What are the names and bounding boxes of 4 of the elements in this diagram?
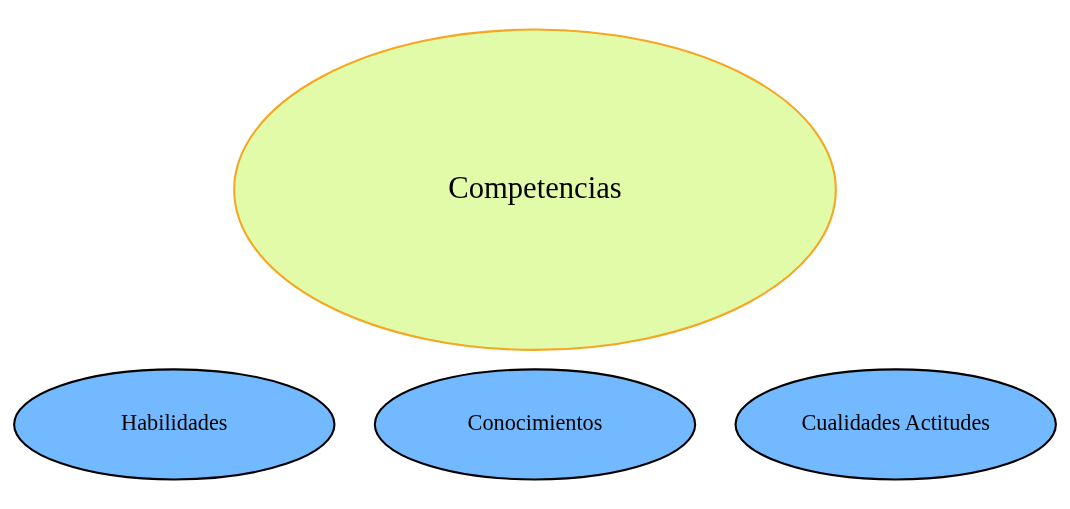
node-ellipse: Conocimientos: [373, 368, 697, 481]
node-ellipse: Habilidades: [13, 368, 336, 481]
node-ellipse: Cualidades Actitudes: [734, 368, 1057, 481]
node-ellipse: Competencias: [233, 28, 837, 351]
